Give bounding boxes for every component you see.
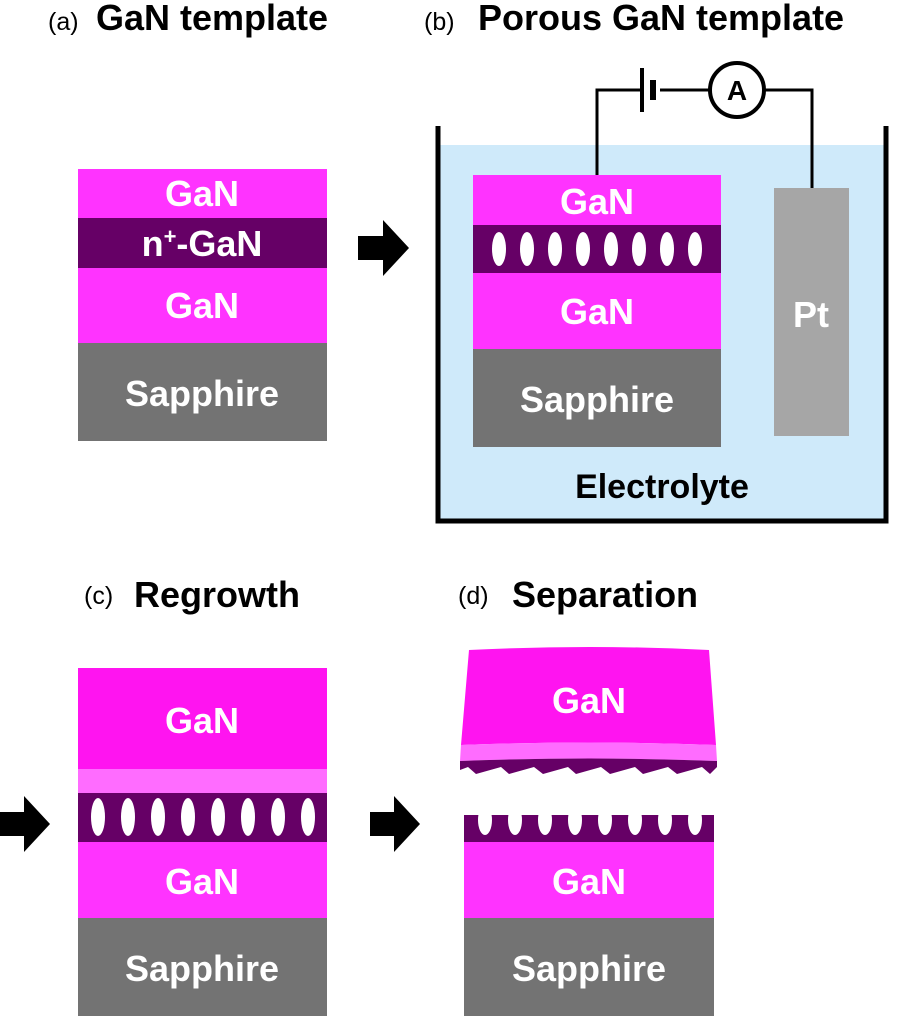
panel-d-letter: (d)	[458, 582, 489, 610]
panel-d-pores	[478, 815, 702, 835]
panel-d: (d) Separation GaN GaN Sapphire	[458, 574, 717, 1016]
panel-d-pores-pore	[598, 815, 612, 835]
ammeter-icon	[708, 61, 766, 119]
panel-d-title: Separation	[512, 574, 698, 615]
panel-c: (c) Regrowth GaN GaN Sapphire	[78, 574, 327, 1016]
panel-b: (b) Porous GaN template A GaN GaN Sapphi…	[424, 0, 889, 524]
panel-d-torn-porous-top	[460, 758, 717, 774]
panel-d-pores-pore	[688, 815, 702, 835]
panel-d-pores-pore	[628, 815, 642, 835]
panel-a-letter: (a)	[48, 8, 79, 36]
panel-d-sapphire-label: Sapphire	[512, 948, 666, 989]
panel-a-title: GaN template	[96, 0, 328, 38]
panel-d-gan-bottom	[464, 842, 714, 918]
panel-d-gan-film	[461, 647, 716, 745]
panel-d-pores-pore	[568, 815, 582, 835]
panel-b-pores-pore	[492, 232, 506, 266]
panel-b-pores-pore	[632, 232, 646, 266]
n-plus-prefix: n	[142, 223, 164, 264]
wire-left	[595, 88, 642, 175]
beaker-outline	[435, 126, 889, 524]
panel-b-pores	[492, 232, 702, 266]
panel-b-title: Porous GaN template	[478, 0, 844, 38]
panel-a: (a) GaN template GaN n+-GaN GaN Sapphire	[48, 0, 328, 441]
panel-b-pores-pore	[520, 232, 534, 266]
panel-c-sapphire-label: Sapphire	[125, 948, 279, 989]
panel-d-pores-pore	[478, 815, 492, 835]
panel-a-gan-top	[78, 169, 327, 218]
panel-b-pores-pore	[576, 232, 590, 266]
panel-b-pores-pore	[548, 232, 562, 266]
panel-d-gan-film-label: GaN	[552, 680, 626, 721]
panel-b-gan-bottom	[473, 273, 721, 349]
panel-a-gan-top-label: GaN	[165, 173, 239, 214]
panel-b-pores-pore	[660, 232, 674, 266]
panel-c-pores-pore	[181, 798, 195, 836]
panel-b-sapphire	[473, 349, 721, 447]
panel-d-gan-film-interlayer	[460, 742, 717, 761]
panel-c-porous-layer	[78, 793, 327, 842]
n-plus-suffix: -GaN	[176, 223, 262, 264]
panel-a-gan-bottom-label: GaN	[165, 285, 239, 326]
panel-c-gan-interlayer	[78, 769, 327, 793]
panel-b-pores-pore	[688, 232, 702, 266]
panel-a-sapphire	[78, 343, 327, 441]
panel-d-gan-bottom-label: GaN	[552, 861, 626, 902]
wire-right	[765, 88, 814, 188]
panel-b-letter: (b)	[424, 8, 455, 36]
arrow-icon-a-to-b	[358, 220, 409, 276]
panel-c-gan-bottom	[78, 842, 327, 918]
panel-c-pores-pore	[121, 798, 135, 836]
panel-a-n-plus-gan-label: n+-GaN	[142, 223, 263, 264]
panel-c-pores	[91, 798, 315, 836]
panel-b-gan-top-label: GaN	[560, 181, 634, 222]
panel-a-sapphire-label: Sapphire	[125, 373, 279, 414]
panel-a-gan-bottom	[78, 268, 327, 343]
arrow-icon-c-to-d	[370, 796, 420, 852]
panel-c-pores-pore	[271, 798, 285, 836]
ammeter-label: A	[727, 75, 747, 106]
panel-d-torn-porous-bottom	[464, 815, 714, 842]
panel-d-pores-pore	[508, 815, 522, 835]
panel-c-pores-pore	[241, 798, 255, 836]
panel-b-porous-layer	[473, 225, 721, 273]
panel-c-gan-bottom-label: GaN	[165, 861, 239, 902]
panel-c-gan-regrown	[78, 668, 327, 769]
panel-c-letter: (c)	[84, 582, 113, 610]
panel-d-pores-pore	[658, 815, 672, 835]
electrolyte-label: Electrolyte	[575, 468, 749, 506]
panel-b-sapphire-label: Sapphire	[520, 379, 674, 420]
panel-c-pores-pore	[211, 798, 225, 836]
panel-c-pores-pore	[151, 798, 165, 836]
panel-a-n-plus-gan	[78, 218, 327, 268]
panel-c-pores-pore	[301, 798, 315, 836]
panel-b-gan-top	[473, 175, 721, 225]
panel-c-pores-pore	[91, 798, 105, 836]
n-plus-superscript: +	[164, 224, 177, 249]
panel-b-pores-pore	[604, 232, 618, 266]
panel-d-pores-pore	[538, 815, 552, 835]
pt-electrode	[774, 188, 849, 436]
panel-b-gan-bottom-label: GaN	[560, 291, 634, 332]
panel-c-title: Regrowth	[134, 574, 300, 615]
panel-c-sapphire	[78, 918, 327, 1016]
panel-d-sapphire	[464, 918, 714, 1016]
panel-c-gan-regrown-label: GaN	[165, 700, 239, 741]
pt-electrode-label: Pt	[793, 294, 829, 335]
arrow-icon-b-to-c	[0, 796, 50, 852]
